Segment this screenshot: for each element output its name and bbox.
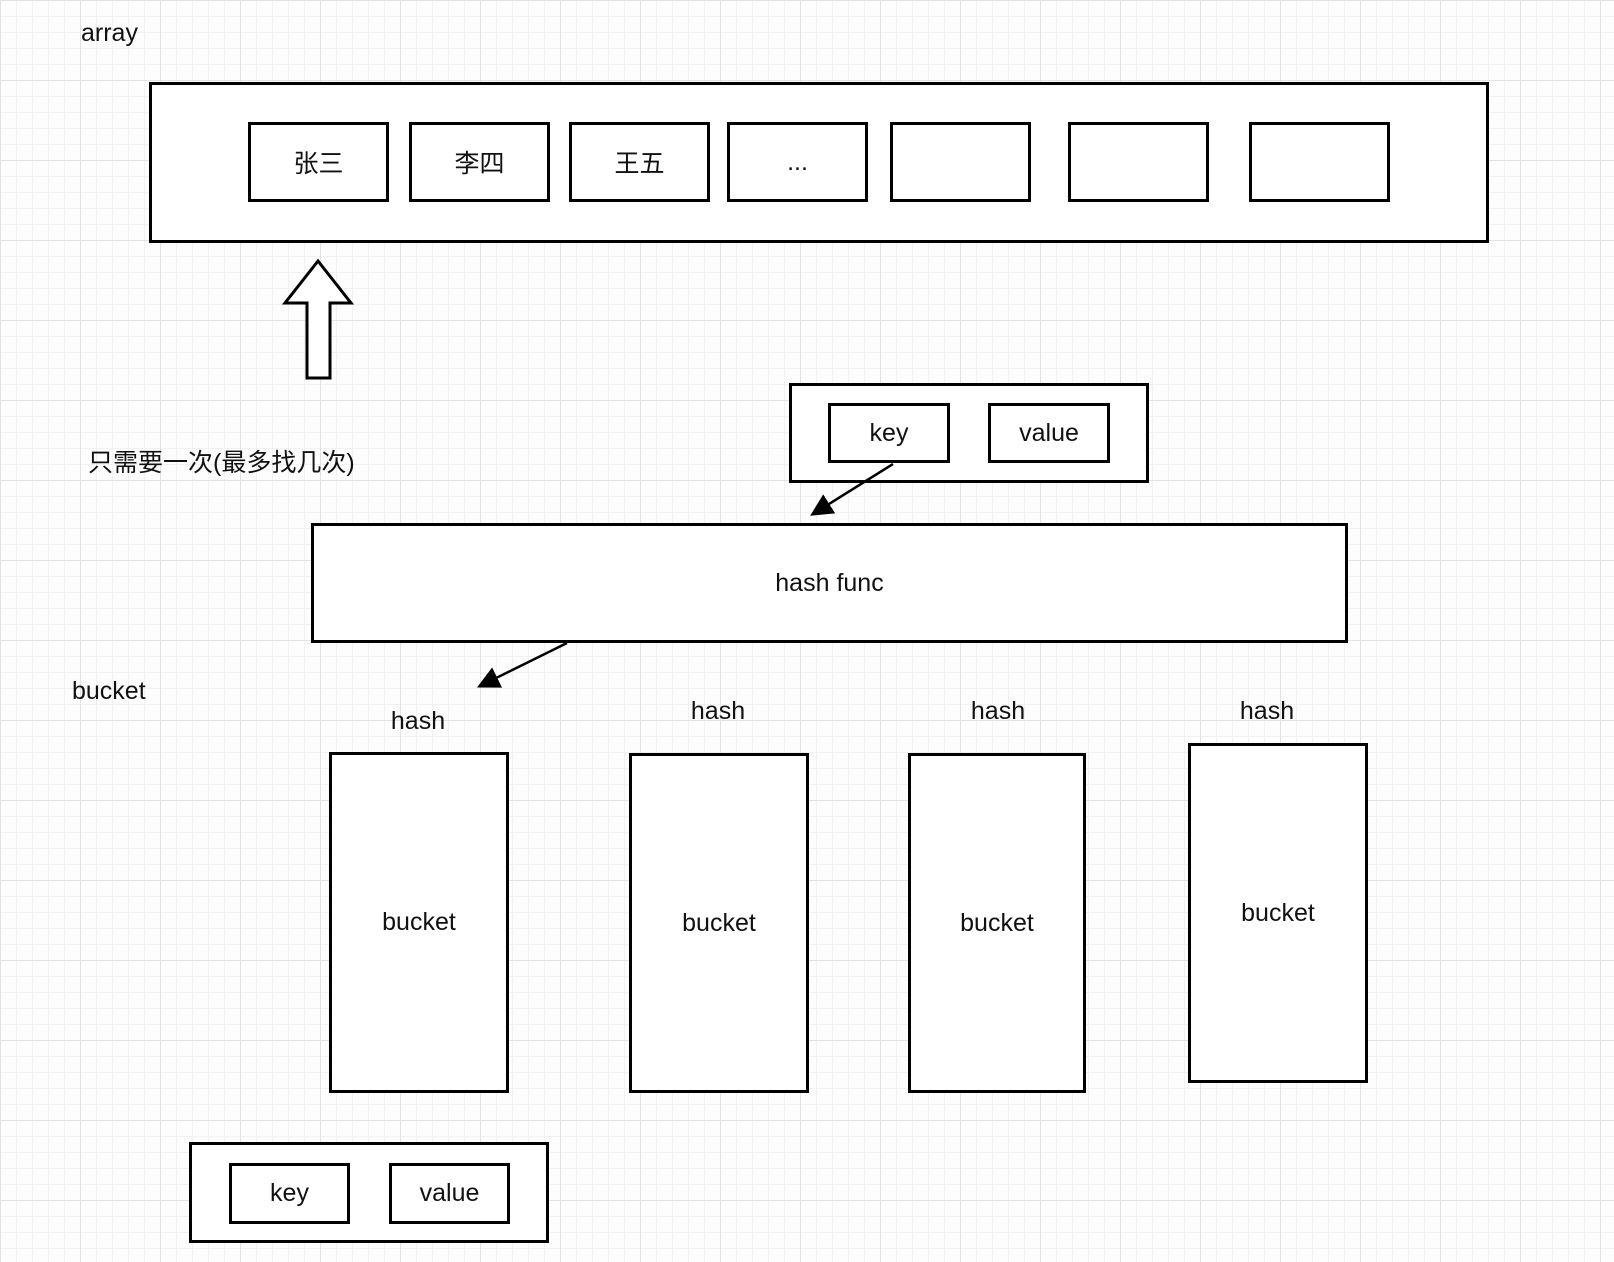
array-cell: 王五 bbox=[569, 122, 710, 202]
array-cell: 李四 bbox=[409, 122, 550, 202]
bucket-box: bucket bbox=[629, 753, 809, 1093]
bucket-section-label: bucket bbox=[72, 677, 146, 705]
hash-func-box: hash func bbox=[311, 523, 1348, 643]
array-cell: 张三 bbox=[248, 122, 389, 202]
up-arrow-icon bbox=[281, 258, 355, 380]
kv-top-key-box: key bbox=[828, 403, 950, 463]
kv-top-value-label: value bbox=[1019, 418, 1079, 447]
kv-top-key-label: key bbox=[869, 418, 909, 447]
bucket-hash-label: hash bbox=[690, 697, 746, 725]
array-cell-text: 李四 bbox=[454, 150, 505, 178]
kv-bottom-key-box: key bbox=[229, 1163, 350, 1224]
kv-bottom-key-label: key bbox=[270, 1179, 309, 1207]
hash-func-label: hash func bbox=[775, 568, 884, 597]
array-cell bbox=[890, 122, 1031, 202]
bucket-hash-label: hash bbox=[390, 707, 446, 735]
bucket-box-label: bucket bbox=[1241, 898, 1315, 927]
bucket-box-label: bucket bbox=[382, 908, 456, 936]
array-cell-text: 王五 bbox=[614, 150, 665, 178]
lookup-annotation: 只需要一次(最多找几次) bbox=[88, 449, 355, 477]
kv-bottom-value-label: value bbox=[419, 1179, 480, 1207]
array-cell bbox=[1249, 122, 1390, 202]
bucket-box-label: bucket bbox=[682, 908, 756, 937]
bucket-box: bucket bbox=[908, 753, 1086, 1093]
kv-top-value-box: value bbox=[988, 403, 1110, 463]
bucket-box-label: bucket bbox=[960, 908, 1034, 937]
array-cell bbox=[1068, 122, 1209, 202]
array-section-label: array bbox=[81, 19, 138, 47]
hashfunc-to-bucket-arrow-icon bbox=[476, 641, 568, 688]
array-cell-text: ... bbox=[787, 147, 808, 176]
array-cell: ... bbox=[727, 122, 868, 202]
array-cell-text: 张三 bbox=[293, 150, 344, 178]
bucket-hash-label: hash bbox=[1239, 697, 1295, 725]
kv-bottom-value-box: value bbox=[389, 1163, 510, 1224]
bucket-box: bucket bbox=[329, 752, 509, 1093]
bucket-hash-label: hash bbox=[970, 697, 1026, 725]
bucket-box: bucket bbox=[1188, 743, 1368, 1083]
